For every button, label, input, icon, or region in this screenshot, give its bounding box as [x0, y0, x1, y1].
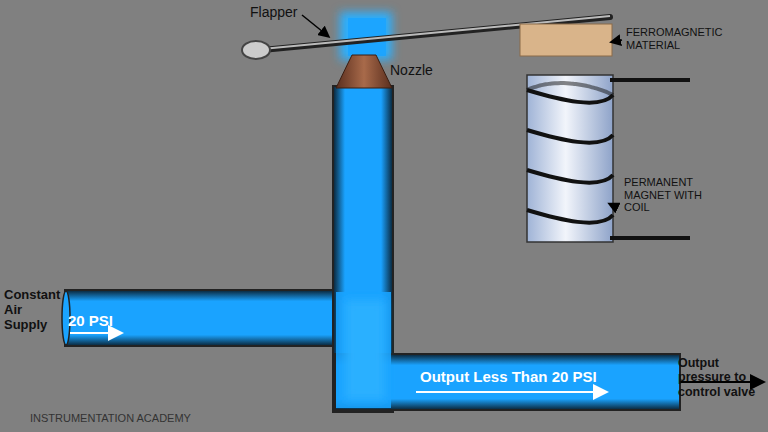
nozzle-label: Nozzle [390, 62, 460, 78]
output-label: Output pressure to control valve [678, 356, 766, 399]
flapper-label: Flapper [250, 4, 320, 20]
watermark: INSTRUMENTATION ACADEMY [30, 412, 250, 425]
output-flow-label: Output Less Than 20 PSI [420, 368, 670, 385]
supply-label: Constant Air Supply [4, 288, 66, 333]
ferromagnetic-label: FERROMAGNETIC MATERIAL [626, 26, 736, 51]
pressure-label: 20 PSI [68, 312, 148, 329]
magnet-label: PERMANENT MAGNET WITH COIL [624, 176, 724, 214]
